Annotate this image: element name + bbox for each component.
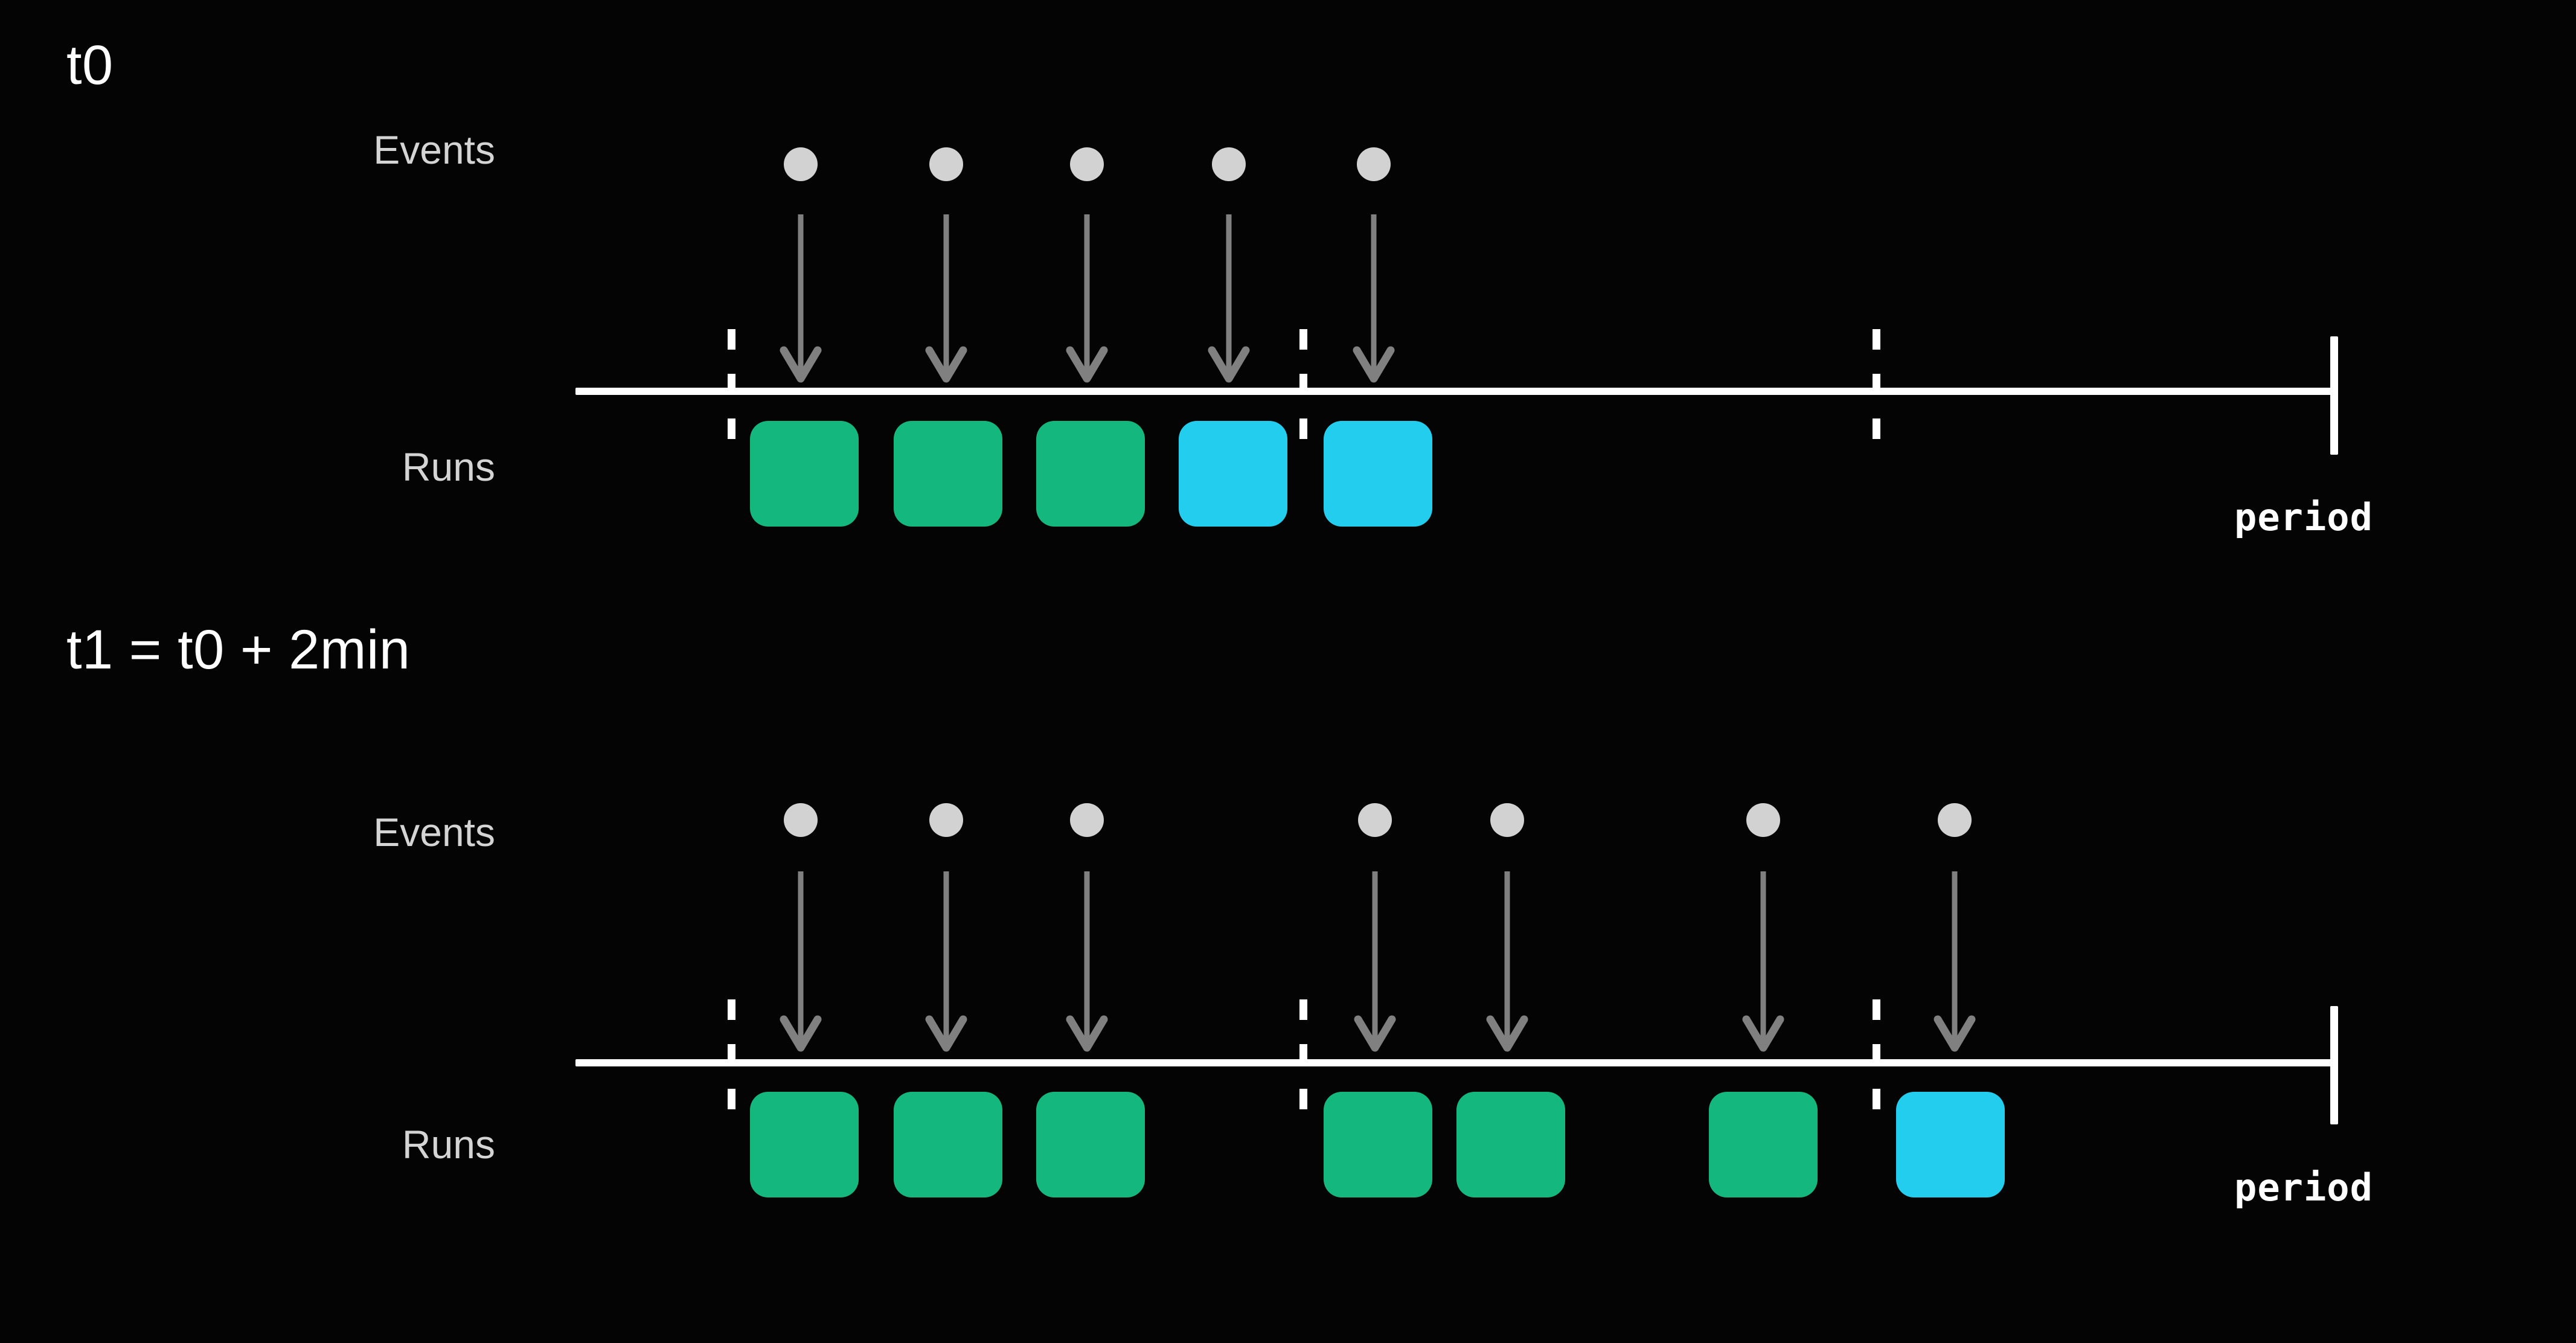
period-boundary-t0-1 [728,329,735,450]
event-dot [929,147,963,181]
period-boundary-t1-2 [1299,999,1307,1120]
runs-row-label-t0: Runs [402,444,495,489]
run-block [1036,1092,1145,1197]
event-dot [1938,803,1972,837]
event-dot [1358,803,1392,837]
runs-row-label-t1: Runs [402,1122,495,1167]
phase-title-t1: t1 = t0 + 2min [66,619,411,681]
event-dot [1070,803,1104,837]
event-dot [784,803,818,837]
event-arrow [925,214,967,383]
run-block [894,1092,1002,1197]
run-block [1324,421,1432,527]
phase-title-t0: t0 [66,34,114,96]
event-dot [1212,147,1246,181]
event-arrow [1353,214,1395,383]
timeline-axis-t0 [575,388,2334,395]
run-block [750,421,859,527]
timeline-end-tick-t1 [2330,1006,2338,1124]
run-block [1036,421,1145,527]
event-dot [1746,803,1780,837]
events-row-label-t1: Events [373,810,495,854]
period-caption-t0: period [2234,495,2373,539]
run-block [750,1092,859,1197]
period-boundary-t0-2 [1299,329,1307,450]
timeline-axis-t1 [575,1059,2334,1066]
timeline-end-tick-t0 [2330,336,2338,455]
event-arrow [780,871,822,1052]
run-block [1324,1092,1432,1197]
run-block [894,421,1002,527]
period-boundary-t1-1 [728,999,735,1120]
event-arrow [1354,871,1396,1052]
event-dot [929,803,963,837]
event-arrow [925,871,967,1052]
run-block [1896,1092,2005,1197]
events-row-label-t0: Events [373,127,495,172]
event-arrow [1066,214,1108,383]
event-dot [784,147,818,181]
period-caption-t1: period [2234,1165,2373,1210]
period-boundary-t1-3 [1873,999,1880,1120]
run-block [1179,421,1287,527]
event-dot [1357,147,1391,181]
event-arrow [1208,214,1250,383]
run-block [1456,1092,1565,1197]
event-arrow [1742,871,1784,1052]
event-dot [1490,803,1524,837]
event-arrow [1066,871,1108,1052]
event-arrow [1934,871,1976,1052]
event-arrow [1486,871,1528,1052]
event-arrow [780,214,822,383]
period-boundary-t0-3 [1873,329,1880,450]
event-dot [1070,147,1104,181]
run-block [1709,1092,1818,1197]
